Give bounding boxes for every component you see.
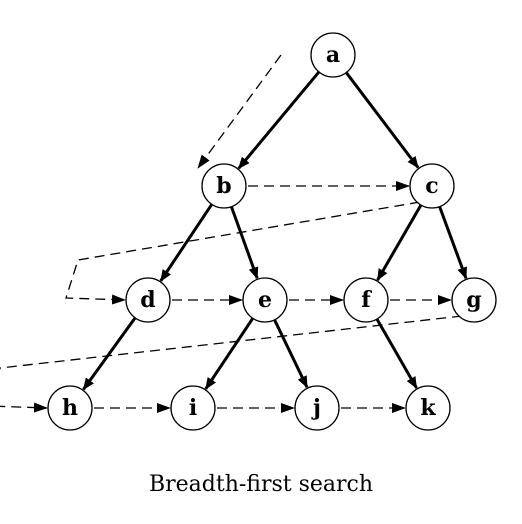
diagram-caption: Breadth-first search <box>148 472 374 497</box>
node-label-j: j <box>311 395 321 421</box>
node-label-h: h <box>62 395 78 421</box>
nodes: a b c d e f g h i j k <box>47 32 497 431</box>
node-h: h <box>47 385 93 431</box>
node-label-f: f <box>361 287 372 313</box>
node-k: k <box>405 385 451 431</box>
tree-edge-b-e <box>230 206 259 280</box>
node-label-i: i <box>189 395 197 421</box>
tree-edges <box>82 70 468 391</box>
node-circle-k <box>405 385 451 431</box>
node-label-g: g <box>466 287 481 313</box>
tree-edge-c-g <box>438 206 468 280</box>
node-c: c <box>409 163 455 209</box>
node-circle-d <box>125 277 171 323</box>
visit-edge-a-b <box>197 54 282 169</box>
node-i: i <box>170 385 216 431</box>
tree-edge-a-b <box>237 70 321 170</box>
node-circle-g <box>451 277 497 323</box>
node-label-d: d <box>140 287 155 313</box>
tree-edge-e-j <box>273 319 309 389</box>
node-a: a <box>310 32 356 78</box>
node-label-b: b <box>216 173 231 199</box>
node-f: f <box>343 277 389 323</box>
node-circle-f <box>343 277 389 323</box>
node-label-a: a <box>326 42 340 68</box>
visit-edge-g-h <box>0 315 463 413</box>
node-g: g <box>451 277 497 323</box>
node-j: j <box>294 385 340 431</box>
tree-edge-c-f <box>376 204 423 281</box>
node-b: b <box>201 163 247 209</box>
tree-edge-a-c <box>345 71 420 169</box>
visit-edge-c-d <box>65 201 421 305</box>
node-circle-c <box>409 163 455 209</box>
node-circle-j <box>294 385 340 431</box>
tree-edge-e-i <box>204 317 255 390</box>
node-circle-b <box>201 163 247 209</box>
node-e: e <box>242 277 288 323</box>
node-circle-h <box>47 385 93 431</box>
tree-edge-b-d <box>159 203 214 282</box>
node-circle-i <box>170 385 216 431</box>
tree-edge-d-h <box>82 316 137 391</box>
tree-edge-f-k <box>375 318 418 389</box>
node-label-k: k <box>420 395 436 421</box>
node-circle-e <box>242 277 288 323</box>
node-label-e: e <box>258 287 272 313</box>
node-circle-a <box>310 32 356 78</box>
node-label-c: c <box>425 173 438 199</box>
visit-order-edges <box>0 54 463 413</box>
node-d: d <box>125 277 171 323</box>
